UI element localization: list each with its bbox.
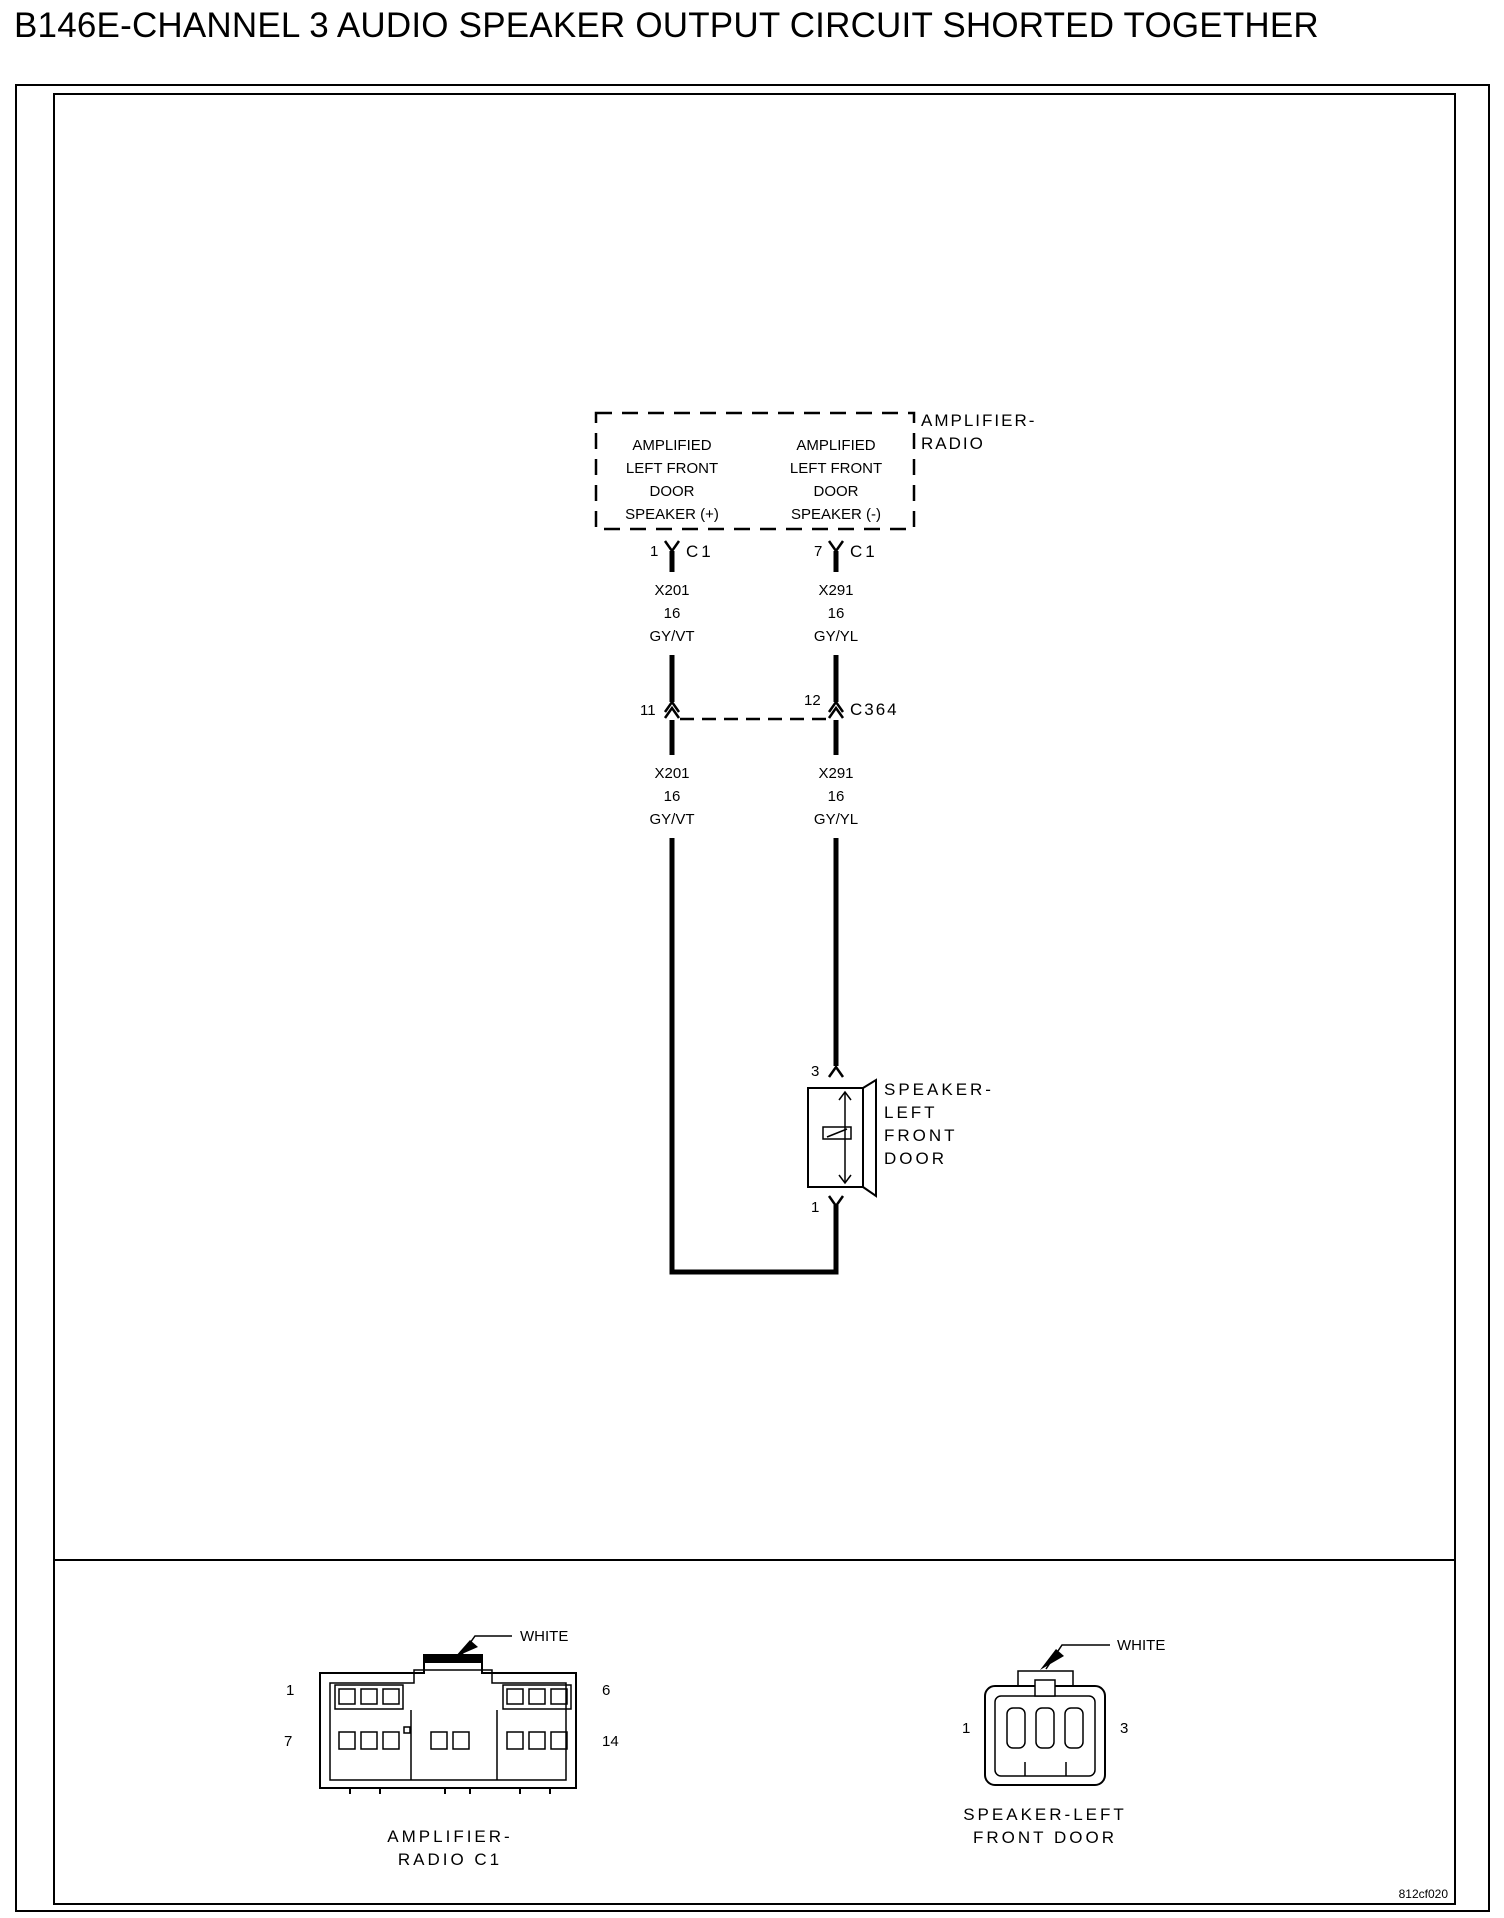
wire-plus-label-lower: X201 16 GY/VT bbox=[649, 765, 694, 828]
wire-plus-lower-circuit: X201 bbox=[654, 765, 689, 782]
amplifier-radio-name: AMPLIFIER- RADIO bbox=[921, 411, 1036, 453]
wire-minus-lower-color: GY/YL bbox=[814, 811, 858, 828]
circuit-minus-line3: DOOR bbox=[814, 483, 859, 500]
amp-c1-pin-6: 6 bbox=[602, 1682, 610, 1699]
wire-plus-upper-color: GY/VT bbox=[649, 628, 694, 645]
circuit-plus-line2: LEFT FRONT bbox=[626, 460, 718, 477]
wire-plus-upper-circuit: X201 bbox=[654, 582, 689, 599]
c364-connector-plus bbox=[663, 699, 681, 719]
inner-frame bbox=[53, 93, 1456, 1905]
circuit-minus-line1: AMPLIFIED bbox=[796, 437, 875, 454]
speaker-name-line4: DOOR bbox=[884, 1149, 947, 1168]
amp-c1-color-label: WHITE bbox=[520, 1628, 568, 1645]
wire-minus-label-upper: X291 16 GY/YL bbox=[814, 582, 858, 645]
c364-pin-plus: 11 bbox=[640, 702, 656, 719]
circuit-minus-line2: LEFT FRONT bbox=[790, 460, 882, 477]
figure-id: 812cf020 bbox=[1399, 1887, 1449, 1901]
speaker-conn-name-line1: SPEAKER-LEFT bbox=[963, 1805, 1127, 1824]
wire-plus-return bbox=[669, 838, 839, 1275]
c1-connector-minus bbox=[827, 540, 845, 554]
amp-c1-name-line1: AMPLIFIER- bbox=[387, 1827, 512, 1846]
circuit-plus-label: AMPLIFIED LEFT FRONT DOOR SPEAKER (+) bbox=[625, 437, 719, 523]
c1-connector-plus bbox=[663, 540, 681, 554]
amp-c1-name-line2: RADIO C1 bbox=[398, 1850, 502, 1869]
outer-frame bbox=[15, 84, 1490, 1912]
amplifier-radio-name-line1: AMPLIFIER- bbox=[921, 411, 1036, 430]
c1-label-minus: C1 bbox=[850, 542, 878, 561]
speaker-name-line2: LEFT bbox=[884, 1103, 938, 1122]
page-title: B146E-CHANNEL 3 AUDIO SPEAKER OUTPUT CIR… bbox=[14, 6, 1319, 45]
circuit-plus-line1: AMPLIFIED bbox=[632, 437, 711, 454]
amp-c1-name: AMPLIFIER- RADIO C1 bbox=[387, 1827, 512, 1869]
amplifier-radio-name-line2: RADIO bbox=[921, 434, 985, 453]
speaker-conn-color-label: WHITE bbox=[1117, 1637, 1165, 1654]
speaker-pin-bottom: 1 bbox=[811, 1199, 819, 1216]
amp-c1-pin-14: 14 bbox=[602, 1733, 619, 1750]
speaker-name-line1: SPEAKER- bbox=[884, 1080, 994, 1099]
speaker-connector-view bbox=[984, 1644, 1110, 1786]
wire-plus-label-upper: X201 16 GY/VT bbox=[649, 582, 694, 645]
c1-label-plus: C1 bbox=[686, 542, 714, 561]
amp-c1-pin-1: 1 bbox=[286, 1682, 294, 1699]
speaker-conn-pin-3: 3 bbox=[1120, 1720, 1128, 1737]
wire-plus-lower-color: GY/VT bbox=[649, 811, 694, 828]
wire-minus-lower-circuit: X291 bbox=[818, 765, 853, 782]
c364-pin-minus: 12 bbox=[804, 692, 821, 709]
circuit-minus-label: AMPLIFIED LEFT FRONT DOOR SPEAKER (-) bbox=[790, 437, 882, 523]
wire-minus-lower-gauge: 16 bbox=[828, 788, 845, 805]
wire-minus-upper-circuit: X291 bbox=[818, 582, 853, 599]
circuit-minus-line4: SPEAKER (-) bbox=[791, 506, 881, 523]
circuit-plus-line3: DOOR bbox=[650, 483, 695, 500]
wire-plus-upper-gauge: 16 bbox=[664, 605, 681, 622]
amp-c1-pin-7: 7 bbox=[284, 1733, 292, 1750]
speaker-conn-pin-1: 1 bbox=[962, 1720, 970, 1737]
wire-minus-upper-color: GY/YL bbox=[814, 628, 858, 645]
speaker-conn-name: SPEAKER-LEFT FRONT DOOR bbox=[963, 1805, 1127, 1847]
wire-plus-lower-gauge: 16 bbox=[664, 788, 681, 805]
speaker-symbol bbox=[807, 1064, 877, 1209]
speaker-name-line3: FRONT bbox=[884, 1126, 958, 1145]
wire-minus-upper-gauge: 16 bbox=[828, 605, 845, 622]
speaker-name: SPEAKER- LEFT FRONT DOOR bbox=[884, 1080, 994, 1168]
amplifier-radio-box bbox=[594, 411, 916, 531]
c364-connector-minus bbox=[827, 699, 845, 719]
amp-c1-connector-view bbox=[319, 1635, 577, 1794]
c1-pin-minus: 7 bbox=[814, 543, 822, 560]
speaker-conn-name-line2: FRONT DOOR bbox=[973, 1828, 1117, 1847]
speaker-pin-top: 3 bbox=[811, 1063, 819, 1080]
wire-minus-label-lower: X291 16 GY/YL bbox=[814, 765, 858, 828]
circuit-plus-line4: SPEAKER (+) bbox=[625, 506, 719, 523]
c364-label: C364 bbox=[850, 700, 899, 719]
c1-pin-plus: 1 bbox=[650, 543, 658, 560]
